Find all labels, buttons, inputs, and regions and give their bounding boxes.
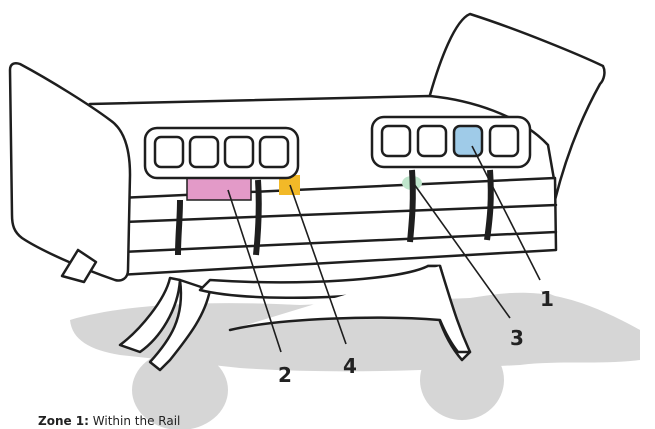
callout-4: 4 bbox=[343, 354, 357, 378]
callout-3: 3 bbox=[510, 326, 524, 350]
side-rails bbox=[143, 115, 532, 256]
callout-2: 2 bbox=[278, 363, 292, 387]
zone-caption-text: Within the Rail bbox=[92, 414, 181, 428]
zone-2-marker bbox=[186, 177, 252, 201]
leader-lines bbox=[227, 145, 541, 353]
zone-highlights bbox=[186, 175, 422, 201]
zone-4-marker bbox=[279, 175, 300, 195]
zone-caption: Zone 1: Within the Rail bbox=[38, 414, 180, 428]
leader-line-1 bbox=[471, 145, 541, 281]
floor-shadow bbox=[70, 290, 640, 429]
leader-line-4 bbox=[289, 184, 347, 345]
leader-line-3 bbox=[413, 183, 511, 319]
zone-caption-term: Zone 1: bbox=[38, 414, 89, 428]
leader-line-2 bbox=[227, 189, 282, 353]
callout-1: 1 bbox=[540, 287, 554, 311]
